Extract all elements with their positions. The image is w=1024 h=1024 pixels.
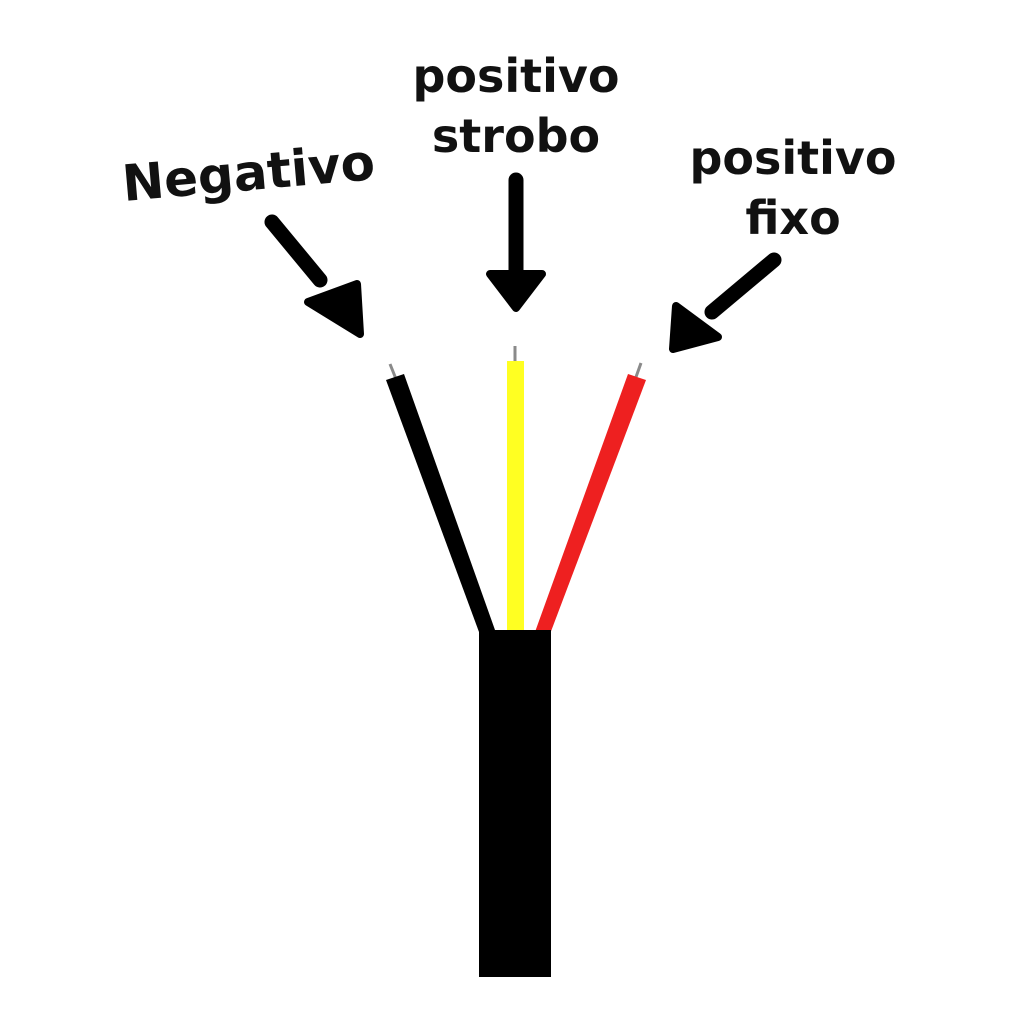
wire-black [386, 374, 495, 632]
label-positive-strobe: positivo strobo [412, 49, 619, 163]
label-positive-strobe-line1: positivo [412, 49, 619, 103]
arrow-negative [264, 214, 364, 338]
label-positive-fixed: positivo fixo [689, 131, 896, 245]
arrow-positive-strobe [486, 172, 546, 312]
conductor-tip-red [634, 362, 643, 378]
wire-yellow [507, 361, 524, 632]
conductor-tip-black [388, 363, 398, 380]
label-positive-strobe-line2: strobo [432, 109, 600, 163]
cable-jacket [479, 630, 551, 977]
label-positive-fixed-line2: fixo [745, 191, 840, 245]
wire-red [535, 374, 646, 634]
arrow-positive-fixed [669, 252, 782, 353]
label-positive-fixed-line1: positivo [689, 131, 896, 185]
